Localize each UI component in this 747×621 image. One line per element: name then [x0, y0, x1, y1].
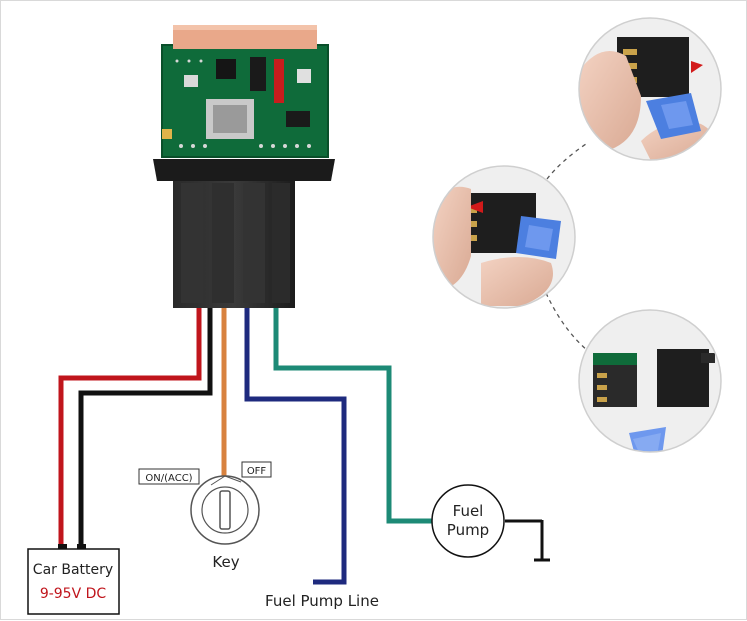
fuel-pump-line-label: Fuel Pump Line [265, 592, 379, 610]
key-on-box [138, 468, 200, 485]
fuel-pump: Fuel Pump [431, 484, 505, 558]
green-wire [273, 306, 432, 524]
wires [58, 306, 544, 585]
battery-voltage: 9-95V DC [40, 586, 107, 602]
install-photo-3 [578, 309, 722, 453]
car-battery: Car Battery 9-95V DC [27, 544, 120, 615]
blue-wire [244, 306, 347, 585]
pump-label-line2: Pump [447, 521, 489, 539]
key-off-box [241, 461, 272, 478]
relay-module-icon [153, 25, 335, 308]
install-photo-1 [578, 17, 722, 161]
key-off-label: OFF [247, 466, 267, 477]
battery-title: Car Battery [33, 562, 113, 578]
key-label: Key [212, 553, 239, 571]
pump-label-line1: Fuel [453, 502, 484, 520]
black-wire [78, 306, 213, 548]
ignition-key-icon [190, 475, 260, 545]
red-wire [58, 306, 202, 548]
key-on-label: ON/(ACC) [145, 473, 192, 484]
install-photo-2 [432, 165, 576, 309]
